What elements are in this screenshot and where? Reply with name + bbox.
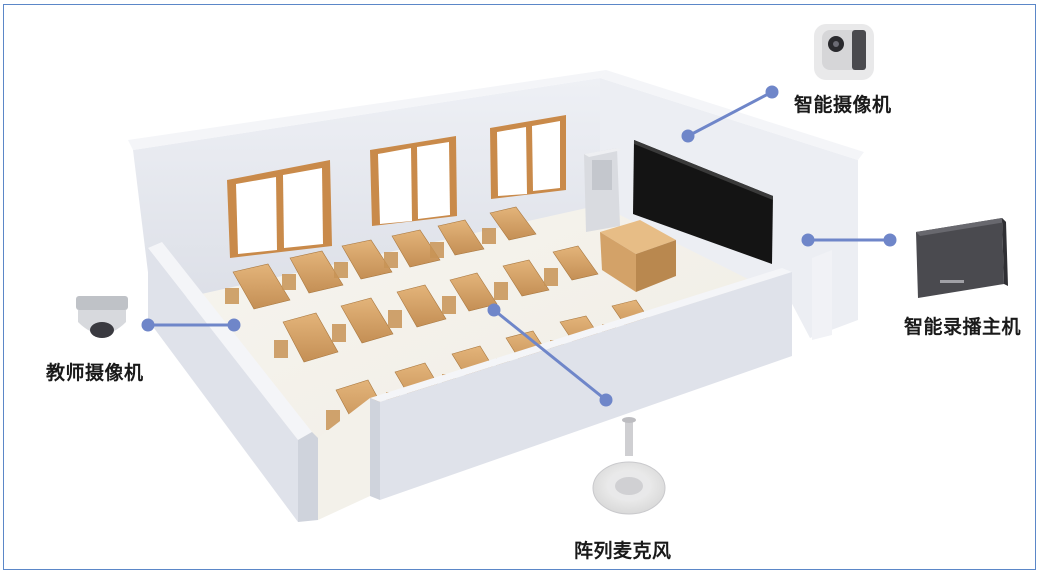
array-mic-connector-end	[599, 393, 613, 407]
front-wall	[318, 268, 792, 520]
connectors	[141, 85, 897, 407]
teacher-camera-connector-end	[141, 318, 155, 332]
diagram-border	[3, 4, 1036, 570]
smart-camera-connector-dot	[681, 129, 695, 143]
window-3	[490, 115, 566, 199]
recording-host-label: 智能录播主机	[904, 316, 1022, 338]
array-mic-connector-dot	[487, 303, 501, 317]
array-mic-device	[592, 417, 666, 515]
recording-host-connector-end	[883, 233, 897, 247]
smart-camera-device	[814, 24, 874, 80]
lectern	[600, 220, 676, 292]
smart-camera-connector-end	[765, 85, 779, 99]
teacher-camera-label: 教师摄像机	[46, 362, 144, 384]
teacher-camera-device	[76, 296, 128, 338]
recording-host-device	[916, 218, 1008, 298]
left-front-wall	[148, 242, 318, 522]
storage-cabinet	[584, 148, 622, 232]
smart-camera-label: 智能摄像机	[794, 94, 892, 116]
recording-host-connector-dot	[801, 233, 815, 247]
window-1	[227, 160, 332, 258]
window-2	[370, 136, 457, 226]
blackboard	[633, 140, 773, 264]
array-mic-label: 阵列麦克风	[574, 540, 672, 562]
teacher-camera-connector-dot	[227, 318, 241, 332]
